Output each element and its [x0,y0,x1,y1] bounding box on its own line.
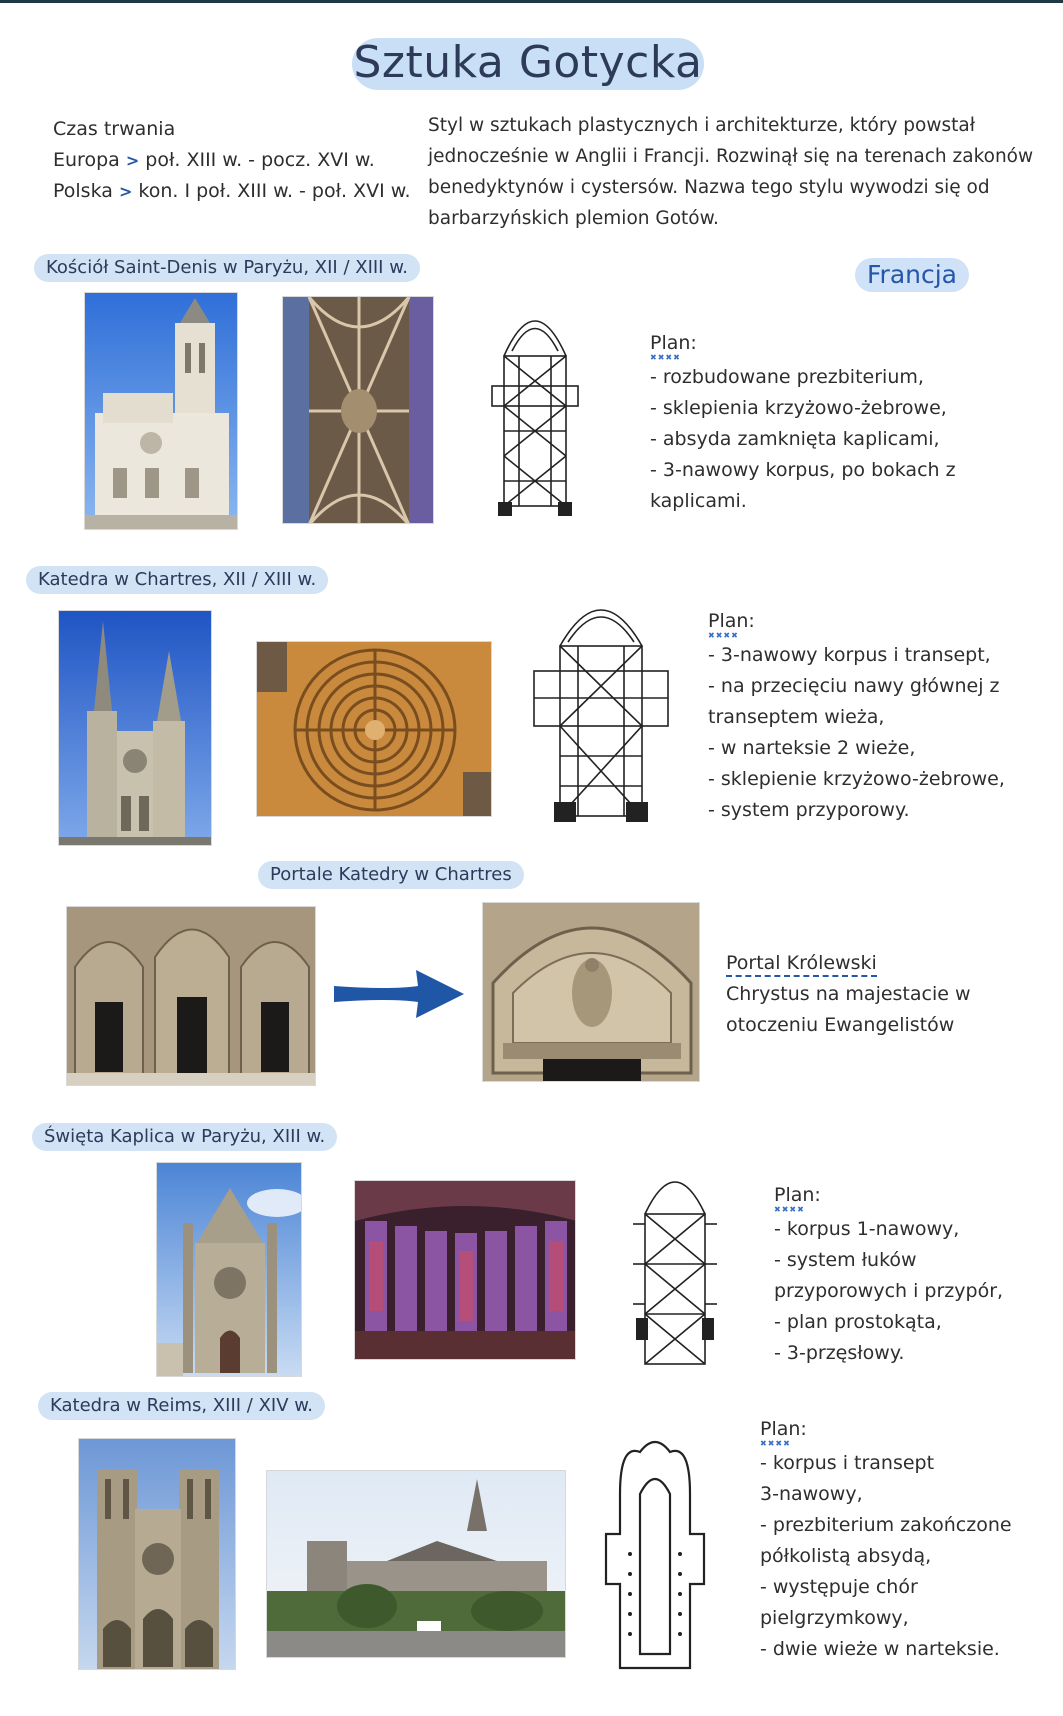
list-item: - występuje chór [760,1576,918,1598]
arrow-icon: > [118,182,133,201]
portal-krolewski-photo [482,902,700,1082]
plan-heading: Plan: [760,1418,807,1440]
list-item: - w narteksie 2 wieże, [708,737,916,759]
list-item: - rozbudowane prezbiterium, [650,366,924,388]
list-item: 3-nawowy, [760,1483,863,1505]
list-item: - plan prostokąta, [774,1311,942,1333]
region-label: Francja [855,258,969,292]
intro-description: Styl w sztukach plastycznych i architekt… [428,110,1048,234]
floor-plan-image [491,320,579,516]
section-label-reims: Katedra w Reims, XIII / XIV w. [38,1392,326,1420]
intro-desc-line: Styl w sztukach plastycznych i architekt… [428,115,975,136]
tympanum-image [483,903,699,1081]
arrow-icon: > [125,151,140,170]
list-item: przyporowych i przypór, [774,1280,1004,1302]
chartres-facade-photo [58,610,212,846]
list-item: - 3-przęsłowy. [774,1342,905,1364]
title-text: Sztuka Gotycka [353,37,703,88]
list-item: półkolistą absydą, [760,1545,932,1567]
intro-desc-line: jednocześnie w Anglii i Francji. Rozwiną… [428,146,1034,167]
list-item: - na przecięciu nawy głównej z [708,675,1000,697]
chartres-plan-notes: Plan: ✖✖✖✖ - 3-nawowy korpus i transept,… [708,610,1038,826]
stained-glass-interior-image [355,1181,575,1359]
portal-title-wrap: Portal Królewski [726,948,1046,979]
arrow-right-icon [330,964,470,1024]
reims-plan-notes: Plan: ✖✖✖✖ - korpus i transept 3-nawowy,… [760,1418,1060,1665]
list-item: - korpus i transept [760,1452,935,1474]
top-border [0,0,1063,3]
portal-description: Chrystus na majestacie w otoczeniu Ewang… [726,979,1046,1041]
plan-list: - rozbudowane prezbiterium, - sklepienia… [650,362,980,517]
section-label-saint-denis: Kościół Saint-Denis w Paryżu, XII / XIII… [34,254,421,282]
section-label-kaplica: Święta Kaplica w Paryżu, XIII w. [32,1123,338,1151]
description-line: Chrystus na majestacie w [726,983,971,1005]
chartres-plan-drawing [530,586,672,826]
portal-title: Portal Królewski [726,951,877,977]
reims-facade-photo [78,1438,236,1670]
list-item: - korpus 1-nawowy, [774,1218,960,1240]
section-label-portale: Portale Katedry w Chartres [258,861,524,889]
portal-notes: Portal Królewski Chrystus na majestacie … [726,948,1046,1041]
labyrinth-floor-image [257,642,491,816]
list-item: - system przyporowy. [708,799,910,821]
saint-denis-facade-photo [84,292,238,530]
plan-heading: Plan: [708,610,755,632]
intro-dates: Czas trwania Europa > poł. XIII w. - poc… [53,114,411,207]
vault-ceiling-image [283,297,433,523]
floor-plan-image [633,1181,717,1365]
intro-heading: Czas trwania [53,118,176,140]
star-marks-icon: ✖✖✖✖ [774,1205,805,1214]
list-item: - dwie wieże w narteksie. [760,1638,1000,1660]
plan-list: - 3-nawowy korpus i transept, - na przec… [708,640,1038,826]
floor-plan-image [533,609,669,822]
kaplica-exterior-photo [156,1162,302,1377]
title-highlight [352,38,704,90]
list-item: - prezbiterium zakończone [760,1514,1012,1536]
intro-europe: Europa > poł. XIII w. - pocz. XVI w. [53,149,375,171]
cathedral-facade-image [79,1439,235,1669]
list-item: - sklepienie krzyżowo-żebrowe, [708,768,1005,790]
section-label-chartres: Katedra w Chartres, XII / XIII w. [26,566,329,594]
portale-photo [66,906,316,1086]
plan-heading: Plan: [774,1184,821,1206]
cathedral-panorama-image [267,1471,565,1657]
kaplica-plan-notes: Plan: ✖✖✖✖ - korpus 1-nawowy, - system ł… [774,1184,1054,1369]
saint-denis-plan-notes: Plan: ✖✖✖✖ - rozbudowane prezbiterium, -… [650,332,980,517]
reims-panorama-photo [266,1470,566,1658]
star-marks-icon: ✖✖✖✖ [650,353,681,362]
chartres-labyrinth-photo [256,641,492,817]
list-item: - system łuków [774,1249,917,1271]
kaplica-interior-photo [354,1180,576,1360]
cathedral-facade-image [59,611,211,845]
plan-list: - korpus 1-nawowy, - system łuków przypo… [774,1214,1054,1369]
list-item: - absyda zamknięta kaplicami, [650,428,940,450]
floor-plan-image [604,1440,706,1670]
list-item: - 3-nawowy korpus, po bokach z [650,459,956,481]
list-item: - sklepienia krzyżowo-żebrowe, [650,397,947,419]
list-item: kaplicami. [650,490,747,512]
saint-denis-vault-photo [282,296,434,524]
page-title: Sztuka Gotycka [352,30,704,94]
portals-image [67,907,315,1085]
plan-heading: Plan: [650,332,697,354]
intro-poland: Polska > kon. I poł. XIII w. - poł. XVI … [53,180,411,202]
star-marks-icon: ✖✖✖✖ [708,631,739,640]
list-item: transeptem wieża, [708,706,885,728]
intro-desc-line: barbarzyńskich plemion Gotów. [428,208,719,229]
saint-denis-plan-drawing [484,296,586,522]
kaplica-plan-drawing [628,1164,722,1372]
chapel-exterior-image [157,1163,301,1376]
star-marks-icon: ✖✖✖✖ [760,1439,791,1448]
plan-list: - korpus i transept 3-nawowy, - prezbite… [760,1448,1060,1665]
church-facade-image [85,293,237,529]
intro-desc-line: benedyktynów i cystersów. Nazwa tego sty… [428,177,990,198]
reims-plan-drawing [600,1434,710,1678]
list-item: pielgrzymkowy, [760,1607,909,1629]
description-line: otoczeniu Ewangelistów [726,1014,955,1036]
list-item: - 3-nawowy korpus i transept, [708,644,991,666]
